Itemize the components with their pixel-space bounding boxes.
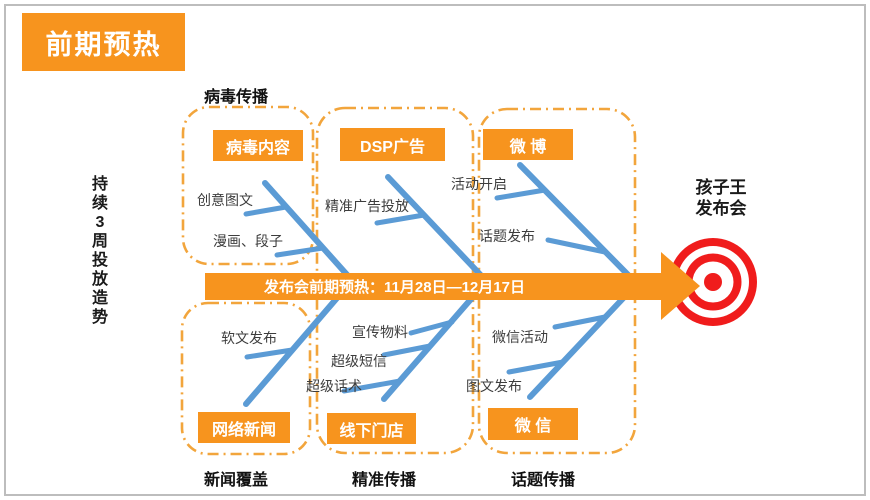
category-button-wechat: 微 信 <box>488 408 578 440</box>
bone-item-label: 微信活动 <box>492 329 548 345</box>
goal-title: 孩子王 发布会 <box>695 178 747 218</box>
bone-main-weibo <box>517 162 643 290</box>
bone-branch-news-1 <box>244 347 295 360</box>
bone-branch-viral-2 <box>274 245 326 258</box>
bone-item-label: 超级短信 <box>331 353 387 369</box>
spine-arrow: 发布会前期预热：11月28日—12月17日 <box>205 273 662 300</box>
title-banner-label: 前期预热 <box>45 29 162 60</box>
category-button-offline-store: 线下门店 <box>327 413 416 444</box>
section-label-wechat: 话题传播 <box>511 472 576 489</box>
category-button-online-news: 网络新闻 <box>198 412 290 443</box>
bone-item-label: 漫画、段子 <box>213 233 283 249</box>
bone-main-viral <box>262 180 361 290</box>
bone-branch-wechat-1 <box>552 314 608 330</box>
category-button-weibo: 微 博 <box>483 129 573 160</box>
category-button-viral-content: 病毒内容 <box>213 130 303 161</box>
bone-branch-offline-3 <box>341 378 403 394</box>
dashed-box-news <box>180 301 312 456</box>
bone-branch-offline-1 <box>408 319 455 336</box>
spine-arrow-label: 发布会前期预热：11月28日—12月17日 <box>264 279 525 296</box>
target-center-dot <box>704 273 722 291</box>
bone-item-label: 图文发布 <box>466 378 522 394</box>
bone-item-label: 创意图文 <box>197 192 253 208</box>
bone-main-dsp <box>385 174 495 290</box>
bone-item-label: 精准广告投放 <box>325 198 409 214</box>
section-label-offline: 精准传播 <box>352 472 417 489</box>
section-label-viral: 病毒传播 <box>204 89 269 106</box>
bone-branch-viral-1 <box>243 204 289 217</box>
bone-item-label: 超级话术 <box>306 378 362 394</box>
category-button-dsp-ads: DSP广告 <box>340 128 445 161</box>
bone-item-label: 宣传物料 <box>352 324 408 340</box>
side-note: 持 续 3 周 投 放 造 势 <box>91 176 108 326</box>
bone-main-wechat <box>527 288 633 400</box>
bone-item-label: 软文发布 <box>221 330 277 346</box>
bone-branch-weibo-2 <box>545 237 608 255</box>
title-banner: 前期预热 <box>22 13 185 71</box>
bone-branch-offline-2 <box>381 343 433 358</box>
section-label-news: 新闻覆盖 <box>204 472 269 489</box>
bone-branch-wechat-2 <box>506 359 566 375</box>
bone-item-label: 活动开启 <box>451 176 507 192</box>
bone-branch-weibo-1 <box>494 187 548 201</box>
bone-item-label: 话题发布 <box>479 228 535 244</box>
bone-main-news <box>243 288 346 407</box>
spine-arrow-head <box>661 252 700 320</box>
dashed-box-viral <box>181 105 315 266</box>
bone-branch-dsp-1 <box>374 212 427 226</box>
